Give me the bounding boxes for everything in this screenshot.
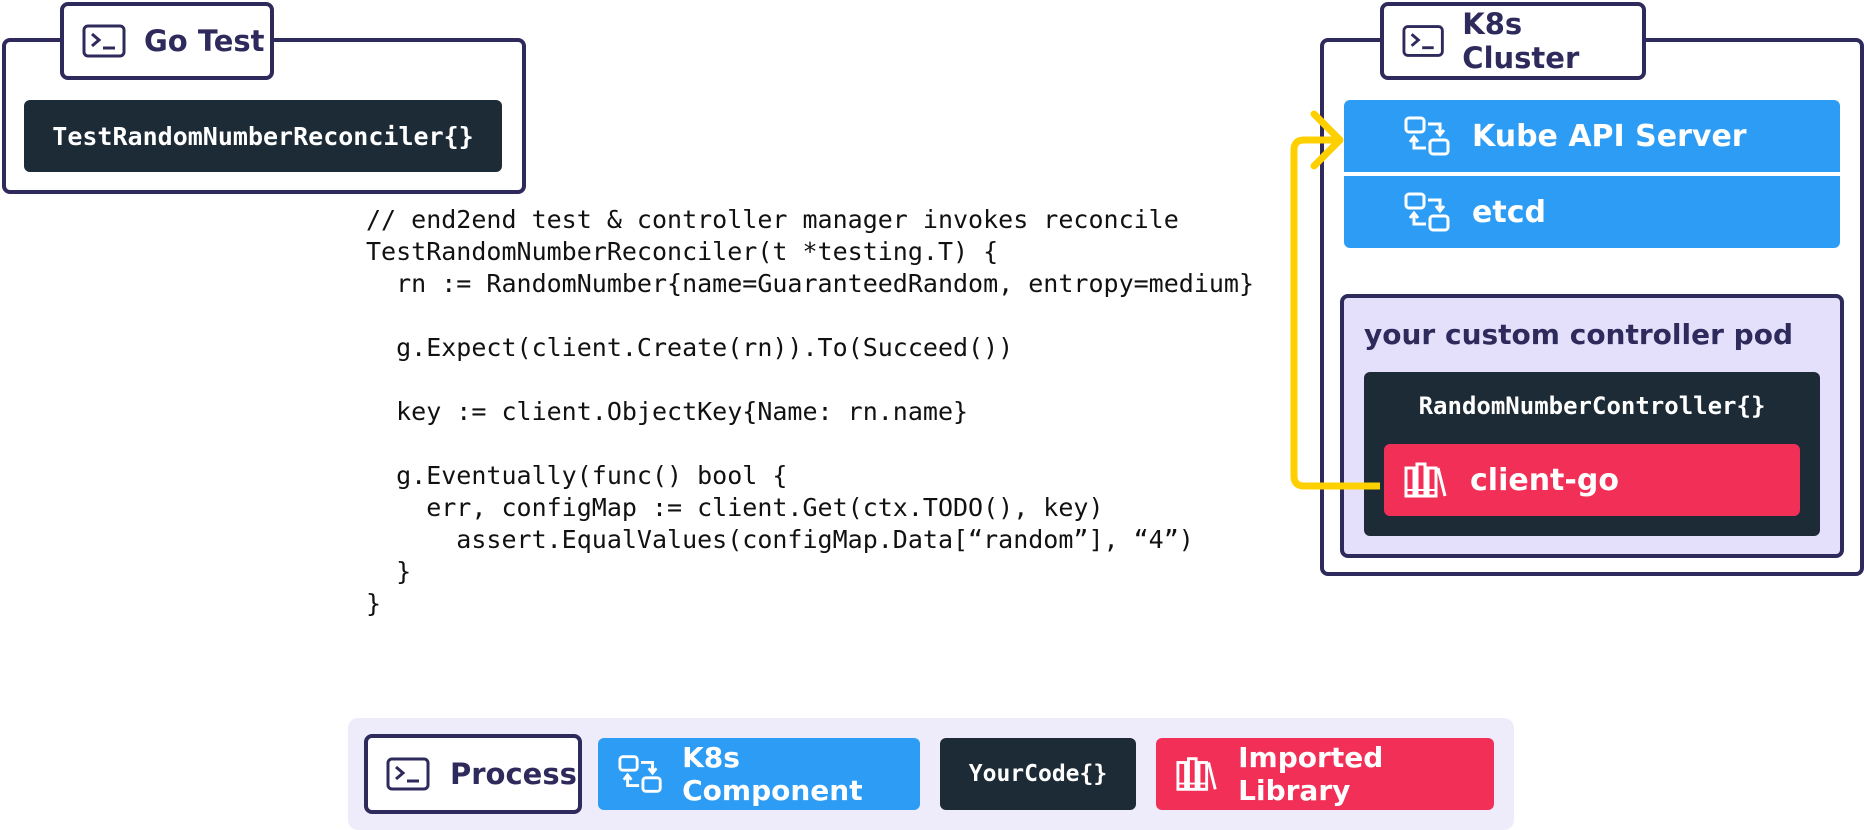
legend-k8s-component-label: K8s Component: [682, 741, 863, 807]
go-test-label: Go Test: [144, 24, 265, 58]
legend-k8s-component: K8s Component: [598, 738, 920, 810]
go-test-code-label: TestRandomNumberReconciler{}: [52, 121, 474, 151]
client-go-box: client-go: [1384, 444, 1800, 516]
code-line: rn := RandomNumber{name=GuaranteedRandom…: [366, 269, 1255, 298]
code-line: [366, 364, 1296, 396]
code-line: err, configMap := client.Get(ctx.TODO(),…: [366, 493, 1104, 522]
terminal-icon: [82, 24, 126, 58]
code-line: key := client.ObjectKey{Name: rn.name}: [366, 397, 969, 426]
code-line: assert.EqualValues(configMap.Data[“rando…: [366, 525, 1194, 554]
client-to-api-arrow: [1290, 110, 1380, 490]
controller-label: RandomNumberController{}: [1418, 392, 1766, 420]
code-line: g.Expect(client.Create(rn)).To(Succeed()…: [366, 333, 1014, 362]
legend-your-code: YourCode{}: [940, 738, 1136, 810]
sync-arrows-icon: [1404, 192, 1450, 232]
etcd-box: etcd: [1344, 176, 1840, 248]
go-test-code-box: TestRandomNumberReconciler{}: [24, 100, 502, 172]
code-line: TestRandomNumberReconciler(t *testing.T)…: [366, 237, 999, 266]
terminal-icon: [1402, 25, 1444, 57]
code-line: [366, 428, 1296, 460]
code-block: // end2end test & controller manager inv…: [366, 204, 1296, 620]
code-line: [366, 300, 1296, 332]
sync-arrows-icon: [618, 755, 662, 793]
legend-process: Process: [364, 734, 582, 814]
library-books-icon: [1176, 757, 1217, 791]
legend-your-code-label: YourCode{}: [968, 761, 1108, 787]
client-go-label: client-go: [1470, 462, 1619, 498]
cluster-tab: K8s Cluster: [1380, 2, 1646, 80]
code-line: g.Eventually(func() bool {: [366, 461, 788, 490]
controller-pod: your custom controller pod RandomNumberC…: [1340, 294, 1844, 558]
terminal-icon: [386, 757, 430, 791]
code-line: // end2end test & controller manager inv…: [366, 205, 1179, 234]
etcd-label: etcd: [1472, 194, 1546, 230]
sync-arrows-icon: [1404, 116, 1450, 156]
api-server-box: Kube API Server: [1344, 100, 1840, 172]
go-test-tab: Go Test: [60, 2, 274, 80]
controller-box: RandomNumberController{} client-go: [1364, 372, 1820, 536]
pod-title: your custom controller pod: [1364, 318, 1793, 351]
cluster-label: K8s Cluster: [1462, 7, 1580, 75]
legend-imported-library: Imported Library: [1156, 738, 1494, 810]
api-server-label: Kube API Server: [1472, 118, 1747, 154]
code-listing: // end2end test & controller manager inv…: [366, 204, 1296, 620]
library-books-icon: [1404, 462, 1447, 498]
code-line: }: [366, 557, 412, 586]
legend-imported-library-label: Imported Library: [1238, 741, 1384, 807]
legend-process-label: Process: [450, 757, 577, 791]
code-line: }: [366, 589, 382, 618]
